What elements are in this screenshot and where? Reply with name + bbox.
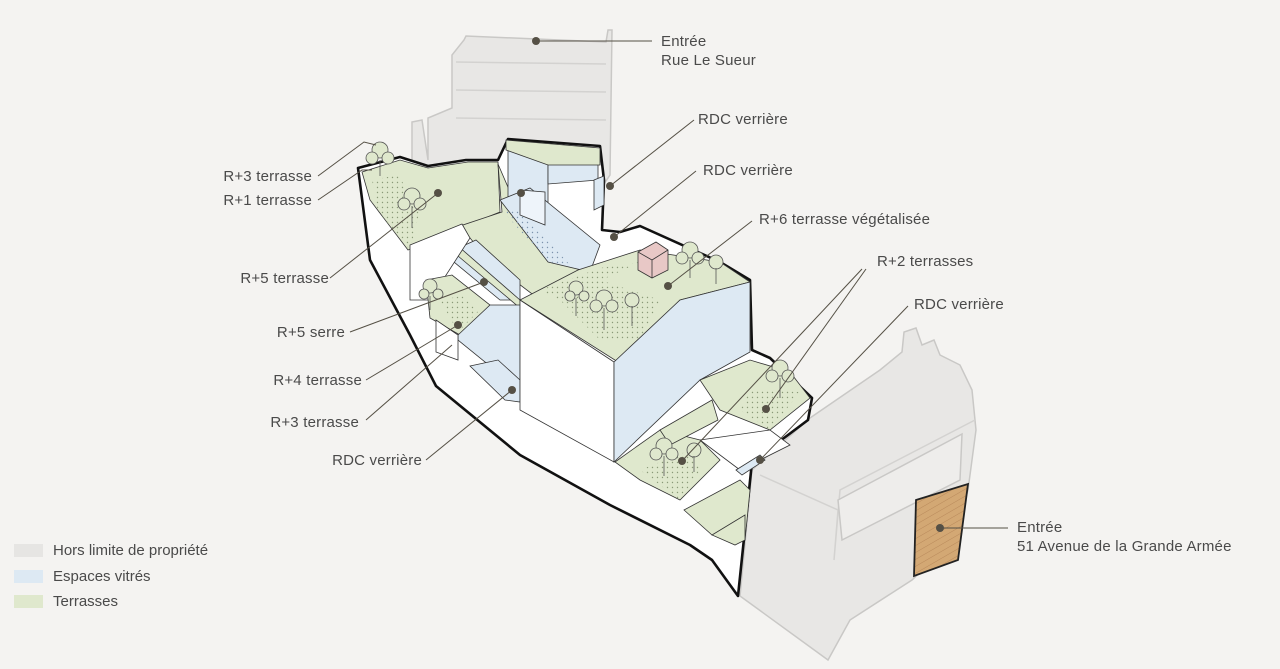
legend-swatch-grey — [14, 544, 43, 558]
label-entree-rue-line1: Entrée — [661, 33, 707, 50]
legend-item-espaces-vitres: Espaces vitrés — [14, 564, 208, 590]
label-r3-terrasse-left: R+3 terrasse — [223, 168, 312, 185]
label-r1-terrasse: R+1 terrasse — [223, 192, 312, 209]
leader-markers — [434, 37, 944, 532]
label-rdc-verriere-2: RDC verrière — [703, 162, 793, 179]
legend-label-hors-limite: Hors limite de propriété — [53, 542, 209, 560]
label-rdc-verriere-4: RDC verrière — [332, 452, 422, 469]
legend-swatch-blue — [14, 569, 43, 583]
label-entree-rue: Entrée Rue Le Sueur — [661, 32, 756, 70]
legend-item-hors-limite: Hors limite de propriété — [14, 538, 208, 564]
trees — [365, 141, 795, 476]
neighbour-building-bottom — [739, 327, 977, 662]
label-r3-terrasse-bottom: R+3 terrasse — [270, 414, 359, 431]
label-entree-avenue-line2: 51 Avenue de la Grande Armée — [1017, 538, 1232, 555]
label-r2-terrasses: R+2 terrasses — [877, 253, 974, 270]
legend-label-espaces-vitres: Espaces vitrés — [53, 567, 151, 585]
label-rdc-verriere-3: RDC verrière — [914, 296, 1004, 313]
label-r5-serre: R+5 serre — [276, 324, 345, 341]
legend-item-terrasses: Terrasses — [14, 589, 208, 615]
label-entree-avenue: Entrée 51 Avenue de la Grande Armée — [1017, 518, 1232, 556]
label-r4-terrasse: R+4 terrasse — [273, 372, 362, 389]
label-r5-terrasse: R+5 terrasse — [240, 270, 329, 287]
label-r6-terrasse: R+6 terrasse végétalisée — [759, 211, 931, 228]
legend-label-terrasses: Terrasses — [53, 593, 119, 611]
legend: Hors limite de propriété Espaces vitrés … — [14, 538, 208, 615]
label-entree-avenue-line1: Entrée — [1017, 519, 1063, 536]
label-entree-rue-line2: Rue Le Sueur — [661, 52, 756, 69]
label-rdc-verriere-1: RDC verrière — [698, 111, 788, 128]
leader-lines — [317, 40, 1008, 529]
legend-swatch-green — [14, 595, 43, 609]
